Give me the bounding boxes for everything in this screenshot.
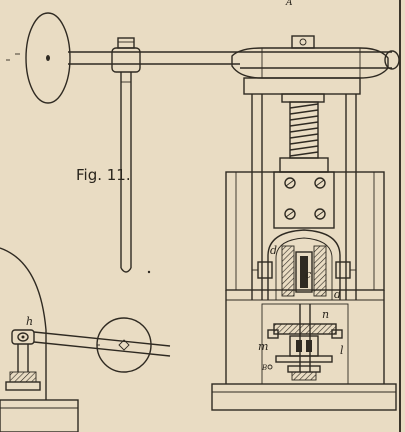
- stray-dot: [147, 270, 151, 274]
- left-dome-housing: [0, 247, 79, 432]
- label-side-fragment: B: [261, 364, 267, 372]
- die-half-left: [282, 246, 294, 296]
- lever-bar: [68, 50, 400, 70]
- press-head: [231, 35, 389, 95]
- lever-collar: [111, 37, 141, 73]
- label-d-lower: d: [334, 288, 341, 301]
- die-half-right: [314, 246, 326, 296]
- die-assembly: [226, 229, 384, 301]
- slide-block: [273, 171, 335, 229]
- label-c: c: [305, 268, 311, 281]
- press-base: [211, 383, 397, 411]
- lower-mechanism: [261, 303, 349, 385]
- left-pivot-assembly: [5, 329, 41, 391]
- press-column: [251, 93, 357, 300]
- connecting-rod: [33, 331, 171, 357]
- label-top-fragment: A: [285, 0, 293, 8]
- handle-rod: [120, 72, 132, 273]
- slide-screw-4: [314, 208, 326, 220]
- slide-screw-2: [314, 177, 326, 189]
- label-d-upper: d: [270, 244, 277, 257]
- hand-wheel: [6, 12, 71, 104]
- label-h: h: [26, 315, 33, 328]
- label-m: m: [258, 340, 268, 353]
- label-l: l: [340, 344, 344, 357]
- slide-screw-1: [284, 177, 296, 189]
- pulley-disc: [96, 317, 152, 373]
- figure-caption: Fig. 11.: [76, 166, 131, 184]
- label-n: n: [322, 308, 329, 321]
- slide-screw-3: [284, 208, 296, 220]
